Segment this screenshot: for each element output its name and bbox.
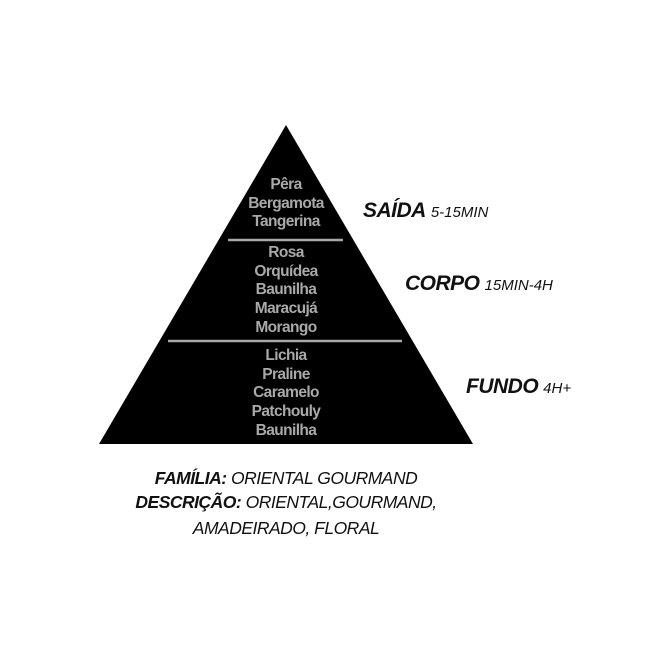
- tier-name: CORPO: [405, 272, 480, 295]
- descricao-label: DESCRIÇÃO:: [135, 491, 242, 512]
- tier-duration: 15MIN-4H: [484, 277, 553, 294]
- pyramid-triangle: [99, 125, 473, 444]
- descricao-line-2: AMADEIRADO, FLORAL: [86, 517, 486, 541]
- familia-line: FAMÍLIA: ORIENTAL GOURMAND: [86, 467, 486, 491]
- note: Maracujá: [254, 300, 318, 318]
- tier-name: SAÍDA: [363, 199, 426, 222]
- note: Baunilha: [255, 421, 317, 439]
- tier-name: FUNDO: [466, 375, 539, 398]
- tier-duration: 4H+: [543, 380, 572, 397]
- note: Baunilha: [255, 281, 317, 299]
- note: Caramelo: [253, 384, 319, 402]
- note: Rosa: [268, 244, 304, 261]
- heart-notes-list: Rosa Orquídea Baunilha Maracujá Morango: [186, 244, 386, 338]
- descricao-value: ORIENTAL,GOURMAND,: [245, 491, 437, 512]
- descricao-value-cont: AMADEIRADO, FLORAL: [192, 518, 380, 538]
- familia-value: ORIENTAL GOURMAND: [230, 468, 418, 488]
- top-notes-list: Pêra Bergamota Tangerina: [186, 176, 386, 232]
- note: Orquídea: [254, 262, 318, 280]
- tier-duration: 5-15MIN: [430, 204, 489, 221]
- descricao-line: DESCRIÇÃO: ORIENTAL,GOURMAND,: [86, 491, 486, 515]
- note: Bergamota: [248, 194, 324, 212]
- note: Morango: [255, 318, 317, 336]
- note: Praline: [262, 365, 310, 383]
- note: Lichia: [265, 347, 307, 364]
- fragrance-description: FAMÍLIA: ORIENTAL GOURMAND DESCRIÇÃO: OR…: [86, 467, 486, 541]
- base-notes-list: Lichia Praline Caramelo Patchouly Baunil…: [186, 347, 386, 441]
- note: Pêra: [270, 176, 302, 193]
- note: Patchouly: [251, 403, 321, 421]
- familia-label: FAMÍLIA:: [154, 468, 227, 488]
- note: Tangerina: [252, 213, 320, 231]
